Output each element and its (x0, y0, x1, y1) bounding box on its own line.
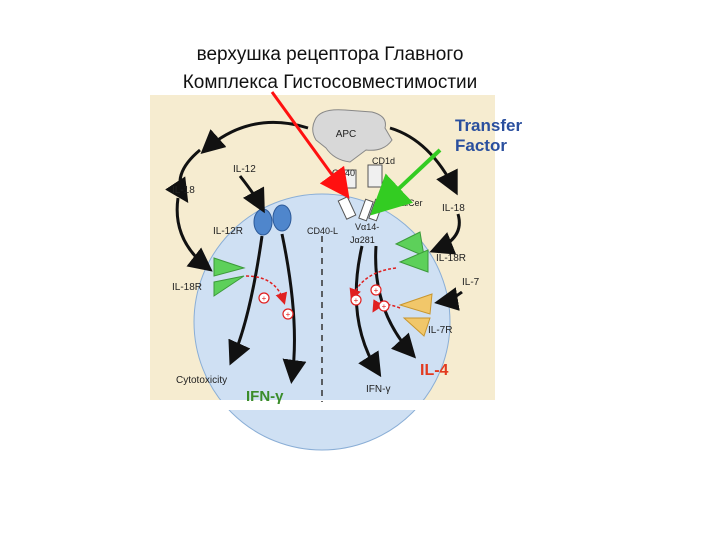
apc-label: APC (336, 129, 357, 140)
arrow-to-ifn-center (354, 245, 382, 378)
ifn-gamma-center-label: IFN-γ (366, 384, 390, 395)
red-arrow-il18-right (349, 267, 397, 301)
il7r-lower (402, 317, 431, 337)
plus-sign-2: + (286, 310, 291, 319)
ja281-label: Jα281 (350, 235, 375, 245)
caption-line-1: верхушка рецептора Главного (196, 44, 464, 65)
plus-circle-2 (282, 308, 294, 320)
transfer-factor-line1: Transfer (455, 116, 522, 135)
tcr-alpha (358, 198, 374, 222)
cd1d-label: CD1d (372, 156, 395, 166)
il18r-right-label: IL-18R (436, 253, 466, 264)
il7r-label: IL-7R (428, 325, 452, 336)
green-annotation-arrow (370, 148, 442, 216)
il18r-right-upper (394, 231, 425, 257)
arrow-to-cytotoxicity (228, 235, 264, 366)
red-arrow-il18-left (245, 275, 288, 305)
plus-sign-4: + (374, 286, 379, 295)
plus-circle-1 (258, 292, 270, 304)
il12r-left-chain (253, 208, 273, 236)
il7r-upper (398, 293, 433, 315)
plus-sign-1: + (262, 294, 267, 303)
cd40-label: CD40 (332, 168, 355, 178)
arrow-il18-to-receptor-left (175, 197, 213, 272)
il18r-left-lower (213, 275, 245, 297)
caption-line-2: Комплекса Гистосовместимостии (182, 72, 478, 93)
cd1d-molecule (367, 164, 383, 188)
plus-sign-5: + (382, 302, 387, 311)
il12-label: IL-12 (233, 164, 256, 175)
il4-label: IL-4 (420, 362, 449, 379)
arrow-il7-to-receptor (434, 287, 463, 311)
arrow-il18-right-to-receptor (429, 213, 461, 255)
il18r-right-lower (398, 249, 429, 273)
il12r-label: IL-12R (213, 226, 243, 237)
il7-label: IL-7 (462, 277, 480, 288)
va14-label: Vα14- (355, 222, 379, 232)
arrow-to-il18-left (165, 148, 201, 204)
plus-circle-5 (378, 300, 390, 312)
cytotoxicity-label: Cytotoxicity (176, 375, 227, 386)
il18-right-label: IL-18 (442, 203, 465, 214)
plus-sign-3: + (354, 296, 359, 305)
ifn-gamma-left-label: IFN-γ (246, 388, 284, 405)
il18-left-label: IL-18 (172, 185, 195, 196)
cd40l-label: CD40-L (307, 226, 338, 236)
apc-cell (312, 109, 393, 163)
arrow-apc-to-il18-right (389, 126, 458, 196)
plus-circle-4 (370, 284, 382, 296)
il18r-left-label: IL-18R (172, 282, 202, 293)
transfer-factor-line2: Factor (455, 136, 507, 155)
red-annotation-arrow (270, 91, 350, 199)
il12r-right-chain (272, 204, 292, 232)
plus-circle-3 (350, 294, 362, 306)
arrow-il12-to-receptor (238, 175, 265, 214)
cd40l-molecule (337, 196, 357, 220)
il18r-left-upper (213, 257, 246, 277)
galcer-label: -GalCer (391, 198, 423, 208)
